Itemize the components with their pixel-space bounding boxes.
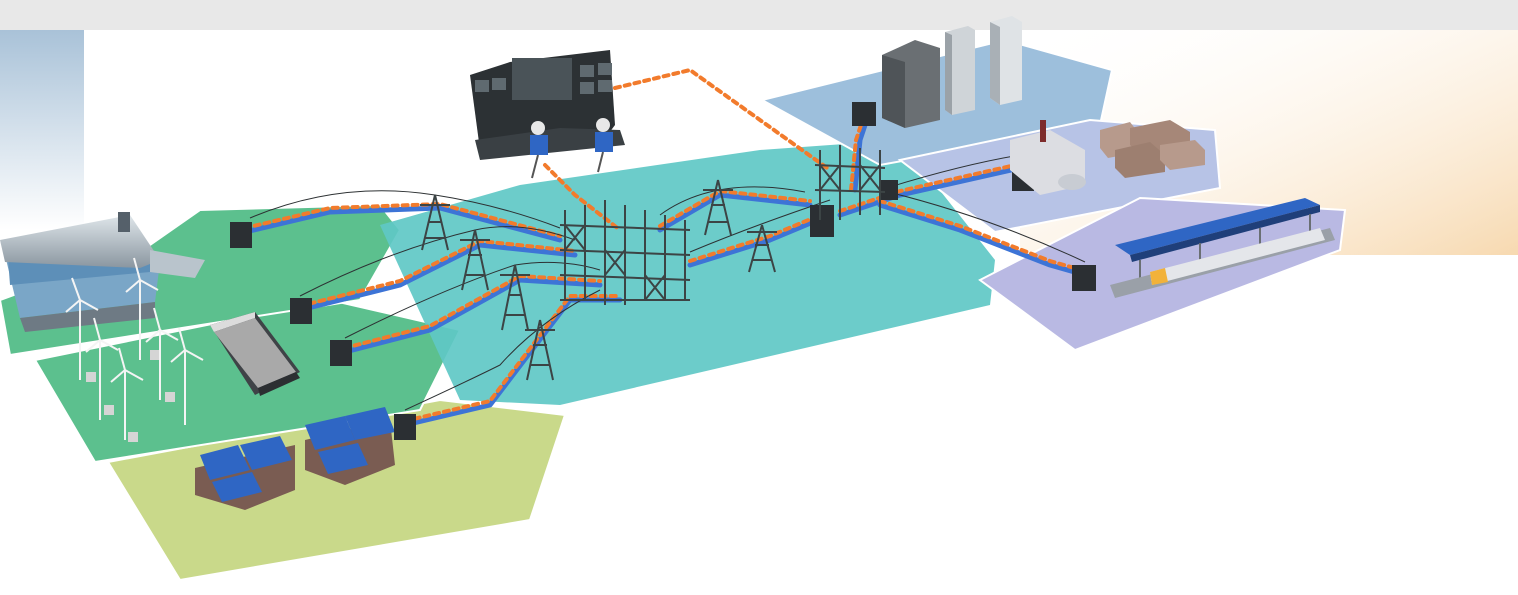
transformer-icon bbox=[394, 414, 416, 440]
transformer-icon bbox=[230, 222, 252, 248]
office-tower-icon bbox=[990, 16, 1022, 105]
hydro-dam-icon bbox=[0, 212, 205, 332]
house-icon bbox=[1160, 140, 1205, 170]
control-room-icon bbox=[470, 50, 625, 179]
power-plant-icon bbox=[210, 312, 300, 396]
transmission-towers bbox=[420, 179, 777, 381]
transformer-icon bbox=[810, 205, 834, 237]
left-strip bbox=[0, 30, 84, 230]
operator-icon bbox=[530, 121, 548, 179]
solar-roof-icon bbox=[195, 436, 295, 510]
transformer-icon bbox=[330, 340, 352, 366]
transmission-tower-icon bbox=[420, 194, 450, 251]
solar-houses bbox=[195, 407, 395, 510]
wind-turbine-icon bbox=[65, 277, 99, 382]
communication-flow-lines bbox=[243, 67, 1087, 423]
operator-icon bbox=[595, 118, 613, 173]
substation-icon bbox=[559, 145, 886, 305]
train-station-icon bbox=[1110, 198, 1335, 298]
transformer-icon bbox=[852, 102, 876, 126]
top-band bbox=[0, 0, 1518, 30]
train-icon bbox=[1150, 228, 1325, 285]
solar-roof-icon bbox=[305, 407, 395, 485]
transmission-tower-icon bbox=[460, 229, 490, 291]
wind-turbine-icon bbox=[110, 347, 144, 442]
transmission-tower-icon bbox=[500, 264, 530, 331]
office-tower-icon bbox=[945, 26, 975, 115]
transmission-tower-icon bbox=[747, 224, 777, 273]
wind-turbine-icon bbox=[170, 327, 204, 425]
transformer-icon bbox=[290, 298, 312, 324]
transmission-tower-icon bbox=[525, 319, 555, 381]
transmission-tower-icon bbox=[703, 179, 733, 236]
transformer-icon bbox=[1072, 265, 1096, 291]
house-icon bbox=[1115, 142, 1165, 178]
wind-turbine-icon bbox=[85, 317, 119, 420]
industrial-area bbox=[1010, 120, 1205, 195]
office-tower-icon bbox=[882, 40, 940, 128]
wind-turbine-icon bbox=[145, 307, 179, 402]
city-buildings bbox=[882, 16, 1022, 128]
factory-icon bbox=[1010, 120, 1086, 195]
transmission-zone bbox=[380, 140, 995, 405]
wind-farm bbox=[65, 257, 204, 442]
wind-turbine-icon bbox=[125, 257, 160, 360]
transformer-icon bbox=[880, 180, 898, 200]
